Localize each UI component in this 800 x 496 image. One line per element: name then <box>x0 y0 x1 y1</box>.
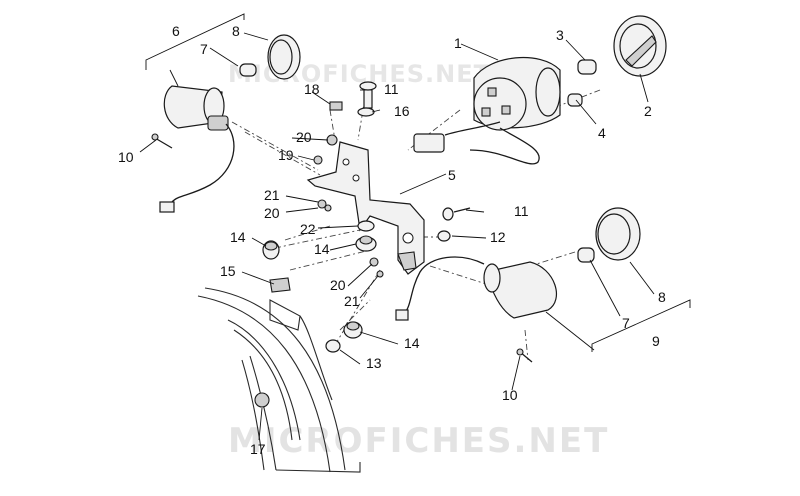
callout-20-mid: 20 <box>264 205 280 221</box>
left-lens-ring <box>267 34 301 80</box>
callout-15: 15 <box>220 263 236 279</box>
rear-fender <box>197 287 361 473</box>
callout-13: 13 <box>366 355 382 371</box>
right-bulb <box>577 247 595 263</box>
callout-8-top: 8 <box>232 23 240 39</box>
leader-lines <box>139 32 655 441</box>
callout-22: 22 <box>300 221 316 237</box>
callout-10-left: 10 <box>118 149 134 165</box>
callout-6: 6 <box>172 23 180 39</box>
callout-21-low: 21 <box>344 293 360 309</box>
group-bracket-6 <box>145 13 245 70</box>
mounting-bracket <box>306 141 425 275</box>
callout-20-top: 20 <box>296 129 312 145</box>
spacers <box>254 240 363 408</box>
callout-18: 18 <box>304 81 320 97</box>
callout-14-bottom: 14 <box>404 335 420 351</box>
group-bracket-9 <box>591 299 691 352</box>
callout-4: 4 <box>598 125 606 141</box>
left-screw <box>151 133 173 149</box>
callout-11-top: 11 <box>384 81 399 97</box>
callout-21-top: 21 <box>264 187 280 203</box>
callout-8-right: 8 <box>658 289 666 305</box>
callout-14-mid: 14 <box>314 241 330 257</box>
callout-7-right: 7 <box>622 315 630 331</box>
speedometer-lens <box>613 15 667 77</box>
callout-1: 1 <box>454 35 462 51</box>
callout-5: 5 <box>448 167 456 183</box>
callout-2: 2 <box>644 103 652 119</box>
right-lens-ring <box>595 207 641 261</box>
callout-3: 3 <box>556 27 564 43</box>
callout-9: 9 <box>652 333 660 349</box>
watermark-bottom: MICROFICHES.NET <box>228 421 609 461</box>
left-turn-signal <box>159 85 235 213</box>
callout-20-low: 20 <box>330 277 346 293</box>
watermark-top: MICROFICHES.NET <box>228 60 491 88</box>
alignment-lines <box>231 89 601 361</box>
left-bulb <box>239 63 257 77</box>
callout-17: 17 <box>250 441 266 457</box>
right-screw <box>516 348 533 363</box>
callout-12: 12 <box>490 229 506 245</box>
callout-10-bottom: 10 <box>502 387 518 403</box>
callout-11-mid: 11 <box>514 203 529 219</box>
callout-14-left: 14 <box>230 229 246 245</box>
callout-labels: 1 2 3 4 5 6 7 7 8 8 9 10 10 11 11 12 13 … <box>118 23 666 457</box>
right-turn-signal <box>395 256 558 321</box>
speedometer-bulbs <box>567 59 597 107</box>
callout-16: 16 <box>394 103 410 119</box>
callout-7-top: 7 <box>200 41 208 57</box>
speedometer <box>413 56 561 165</box>
bracket-hardware <box>313 81 471 278</box>
callout-19: 19 <box>278 147 294 163</box>
